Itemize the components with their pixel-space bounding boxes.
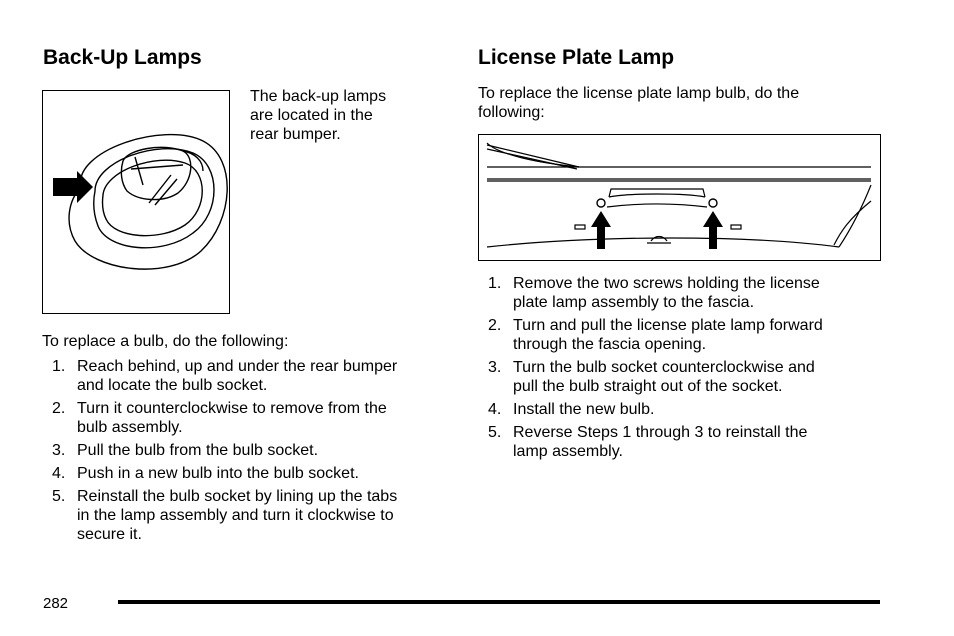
list-item: 2. Turn and pull the license plate lamp … xyxy=(488,317,823,353)
right-intro-line-1: To replace the license plate lamp bulb, … xyxy=(478,85,800,102)
back-up-lamp-drawing xyxy=(53,133,228,270)
back-up-lamps-heading: Back-Up Lamps xyxy=(43,46,202,69)
footer-rule xyxy=(118,600,880,604)
license-plate-lamp-drawing xyxy=(486,142,872,249)
list-item: 3. Turn the bulb socket counterclockwise… xyxy=(488,359,815,395)
left-intro: To replace a bulb, do the following: xyxy=(42,333,289,350)
back-up-steps-list: 1. Reach behind, up and under the rear b… xyxy=(42,357,462,548)
screw-icon xyxy=(708,198,718,208)
list-item: 3. Pull the bulb from the bulb socket. xyxy=(52,442,319,459)
list-item: 4. Install the new bulb. xyxy=(488,401,655,418)
list-item: 5. Reverse Steps 1 through 3 to reinstal… xyxy=(488,424,808,460)
list-item: 1. Reach behind, up and under the rear b… xyxy=(52,358,398,394)
right-intro-line-2: following: xyxy=(478,104,545,121)
figure-caption-line-3: rear bumper. xyxy=(250,126,341,143)
arrow-up-icon xyxy=(703,211,723,249)
list-item: 5. Reinstall the bulb socket by lining u… xyxy=(52,488,398,543)
figure-caption-line-2: are located in the xyxy=(250,107,373,124)
back-up-lamp-illustration xyxy=(42,90,230,314)
license-plate-lamp-illustration xyxy=(478,134,881,261)
license-lamp-steps-list: 1. Remove the two screws holding the lic… xyxy=(478,274,898,465)
list-item: 2. Turn it counterclockwise to remove fr… xyxy=(52,400,387,436)
arrow-icon xyxy=(53,171,93,203)
page-number: 282 xyxy=(43,595,69,612)
list-item: 1. Remove the two screws holding the lic… xyxy=(488,275,820,311)
screw-icon xyxy=(596,198,606,208)
license-plate-lamp-heading: License Plate Lamp xyxy=(478,46,675,69)
arrow-up-icon xyxy=(591,211,611,249)
figure-caption-line-1: The back-up lamps xyxy=(250,88,387,105)
list-item: 4. Push in a new bulb into the bulb sock… xyxy=(52,465,359,482)
